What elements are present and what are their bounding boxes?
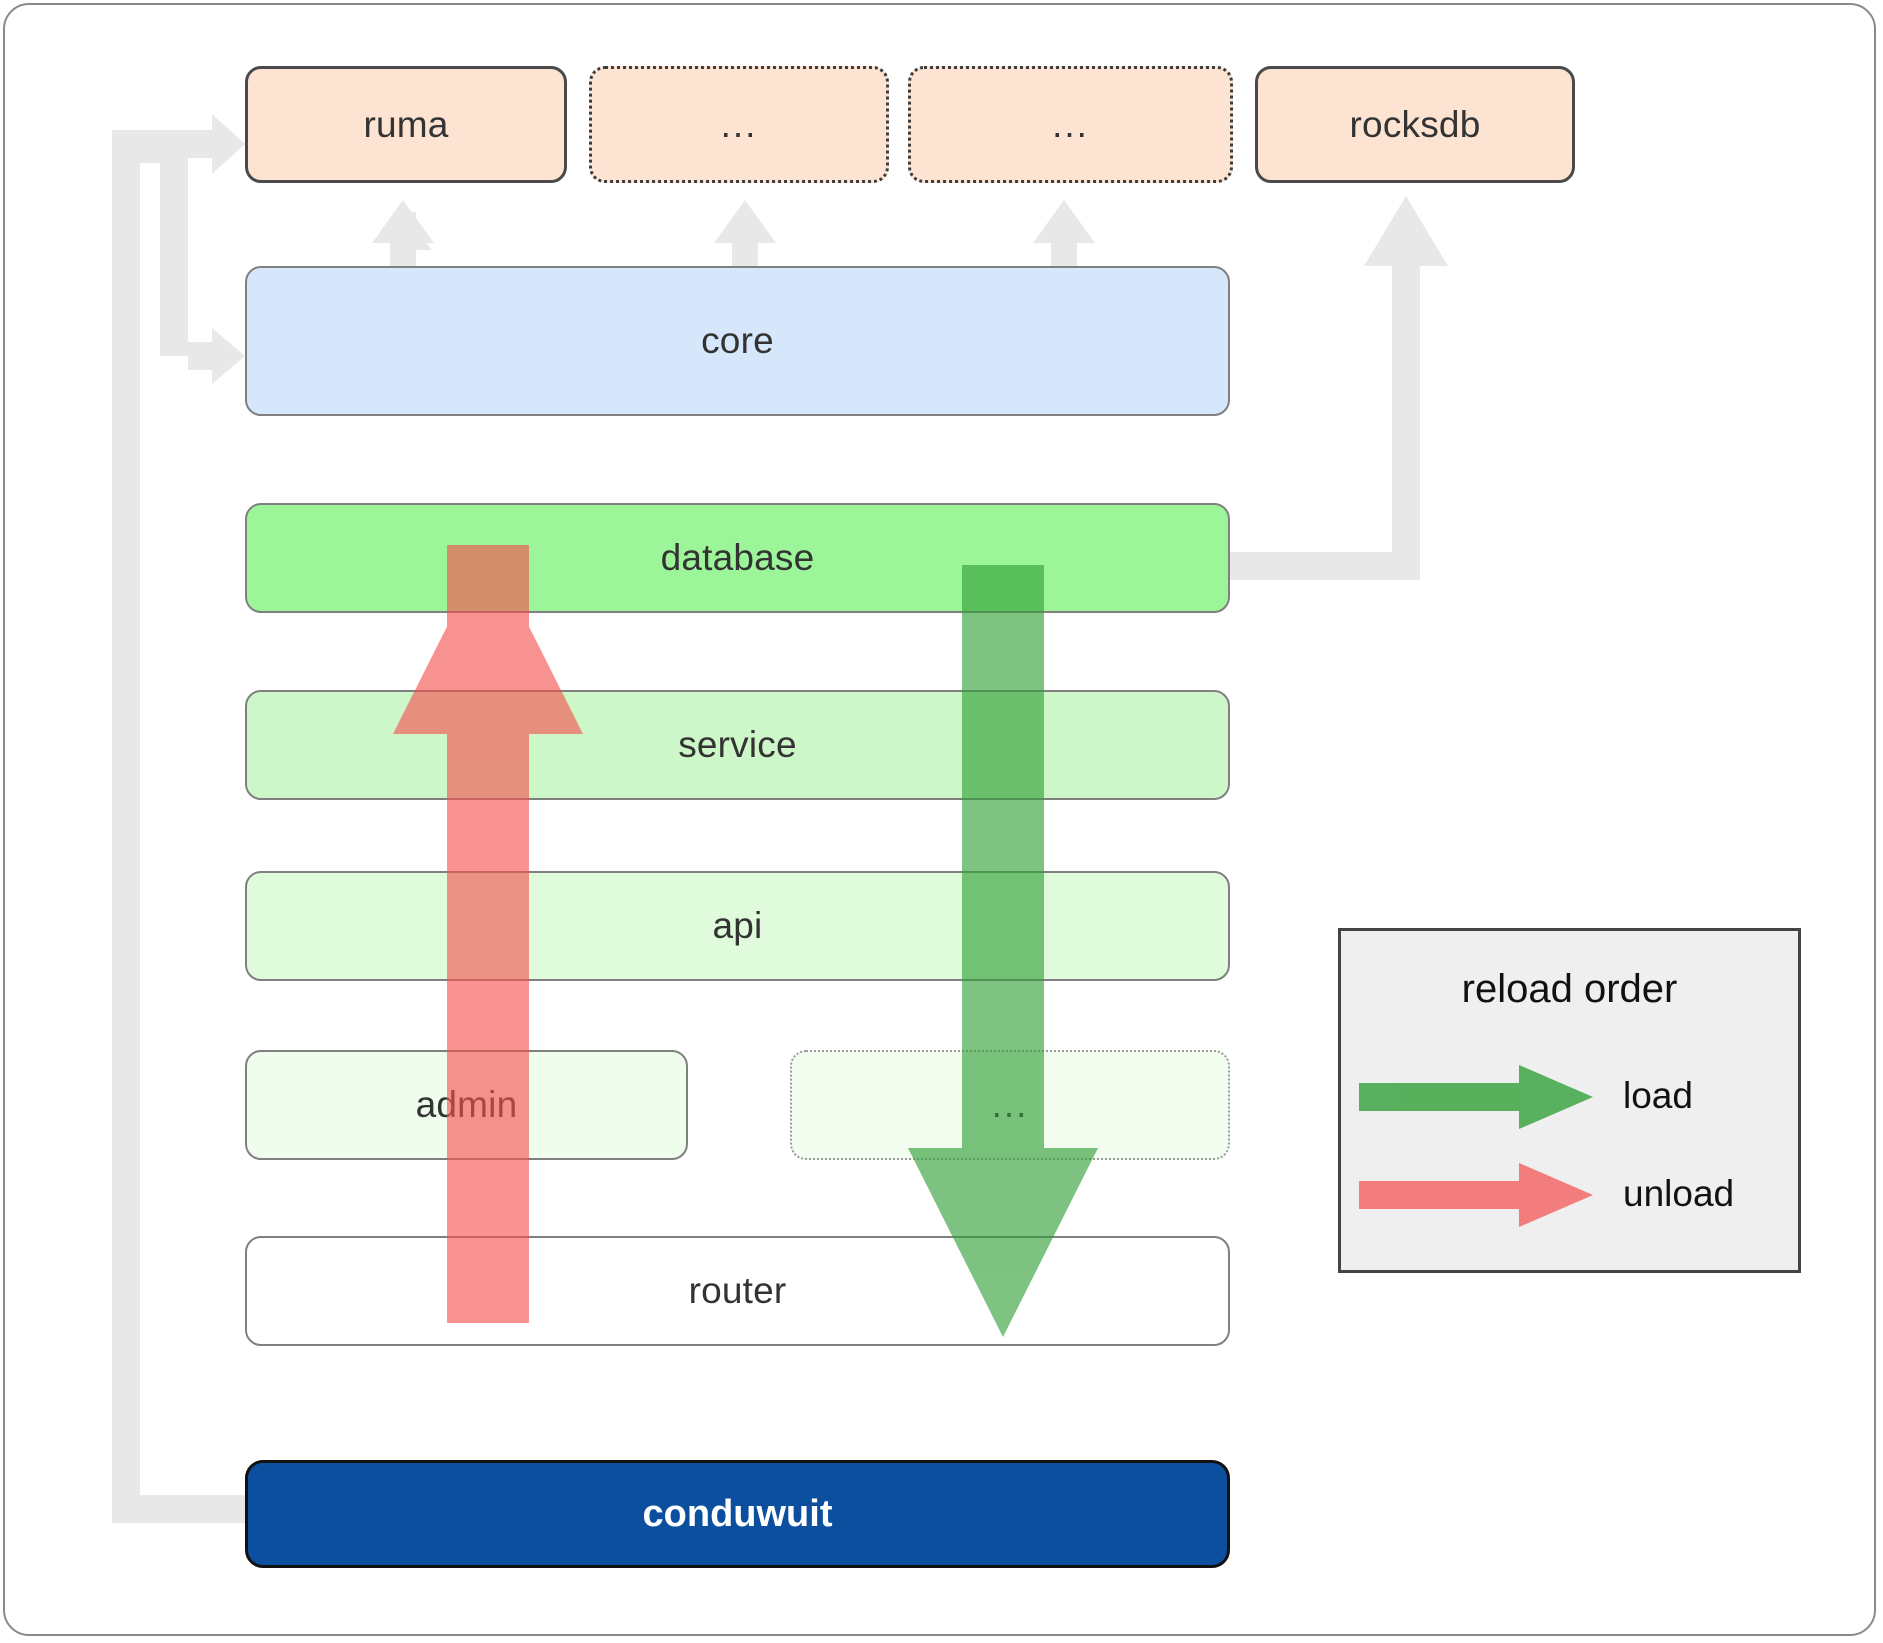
dep-label-dots-2: ...: [1052, 103, 1089, 145]
root-box-conduwuit[interactable]: conduwuit: [245, 1460, 1230, 1568]
dep-box-dots-2[interactable]: ...: [908, 66, 1233, 183]
layer-label-database: database: [660, 537, 815, 578]
layer-label-core: core: [701, 320, 774, 361]
layer-label-api: api: [712, 905, 763, 946]
legend-label-load: load: [1623, 1075, 1693, 1116]
diagram-frame: [3, 3, 1876, 1636]
layer-box-core[interactable]: core: [245, 266, 1230, 416]
dep-label-ruma: ruma: [363, 103, 449, 145]
root-label-conduwuit: conduwuit: [642, 1492, 833, 1535]
legend-title: reload order: [1461, 967, 1678, 1011]
legend-swatch-unload: [1341, 1149, 1613, 1239]
legend-row-load: load: [1341, 1051, 1804, 1141]
dep-label-dots-1: ...: [720, 103, 758, 145]
layer-label-admin: admin: [415, 1084, 518, 1125]
layer-box-router[interactable]: router: [245, 1236, 1230, 1346]
legend-row-unload: unload: [1341, 1149, 1804, 1239]
layer-box-database[interactable]: database: [245, 503, 1230, 613]
dep-box-dots-1[interactable]: ...: [589, 66, 889, 183]
legend-label-unload: unload: [1623, 1173, 1735, 1214]
layer-box-api[interactable]: api: [245, 871, 1230, 981]
layer-label-dots: ...: [991, 1084, 1029, 1125]
layer-box-service[interactable]: service: [245, 690, 1230, 800]
legend-swatch-load: [1341, 1051, 1613, 1141]
layer-label-router: router: [688, 1270, 787, 1311]
layer-box-admin[interactable]: admin: [245, 1050, 688, 1160]
legend-panel: reload order load: [1338, 928, 1801, 1273]
layer-box-dots[interactable]: ...: [790, 1050, 1230, 1160]
dep-box-rocksdb[interactable]: rocksdb: [1255, 66, 1575, 183]
dep-label-rocksdb: rocksdb: [1349, 103, 1481, 145]
dep-box-ruma[interactable]: ruma: [245, 66, 567, 183]
layer-label-service: service: [678, 724, 797, 765]
